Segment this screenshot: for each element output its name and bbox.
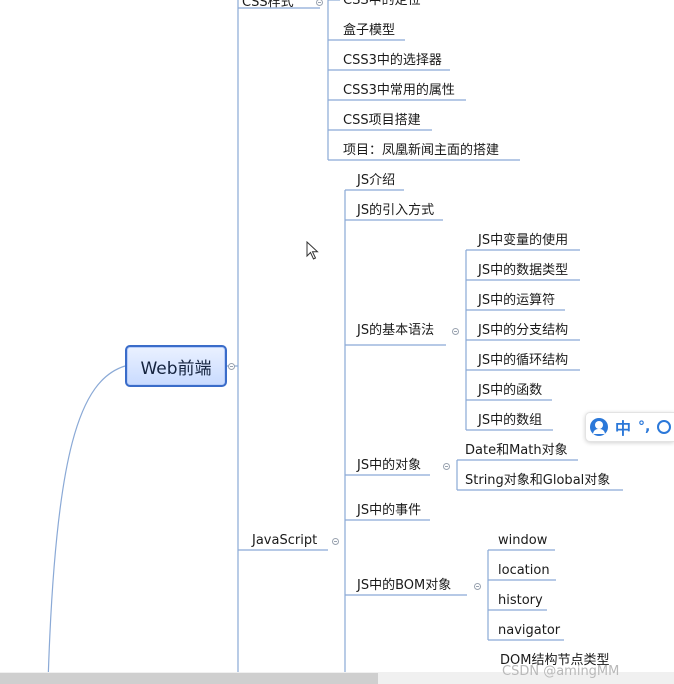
syntax-child-node[interactable]: JS中变量的使用 [478,233,569,248]
ime-toolbar[interactable]: 中 °, [585,412,674,442]
central-topic-node[interactable]: Web前端 [125,345,227,387]
central-topic-label: Web前端 [140,358,212,379]
js-child-node[interactable]: JS介绍 [357,173,396,188]
syntax-child-node[interactable]: JS中的数组 [478,413,543,428]
collapse-toggle-icon[interactable] [332,538,339,545]
js-child-node[interactable]: JS的引入方式 [357,203,435,218]
ime-punctuation-toggle[interactable]: °, [638,419,651,435]
collapse-toggle-icon[interactable] [443,463,450,470]
collapse-toggle-icon[interactable] [228,363,235,370]
syntax-child-node[interactable]: JS中的数据类型 [478,263,569,278]
syntax-child-node[interactable]: JS中的运算符 [478,293,556,308]
collapse-toggle-icon[interactable] [316,0,323,6]
dom-node-partial[interactable]: DOM结构节点类型 [500,653,610,668]
css-branch-node[interactable]: CSS样式 [242,0,294,10]
syntax-child-node[interactable]: JS中的函数 [478,383,543,398]
horizontal-scrollbar-thumb[interactable] [0,673,378,684]
mouse-cursor-icon [306,241,319,260]
objects-child-node[interactable]: String对象和Global对象 [465,473,611,488]
syntax-child-node[interactable]: JS中的循环结构 [478,353,569,368]
objects-child-node[interactable]: Date和Math对象 [465,443,568,458]
js-events-node[interactable]: JS中的事件 [357,503,422,518]
javascript-branch-node[interactable]: JavaScript [252,533,318,548]
collapse-toggle-icon[interactable] [452,328,459,335]
bom-child-node[interactable]: window [498,533,548,548]
css-child-node[interactable]: CSS3中常用的属性 [343,83,455,98]
css-child-node[interactable]: 盒子模型 [343,23,396,38]
css-child-node[interactable]: 项目：凤凰新闻主面的搭建 [343,143,500,158]
ime-emoji-icon[interactable] [657,420,672,434]
css-child-node[interactable]: CSS中的定位 [343,0,421,8]
js-objects-node[interactable]: JS中的对象 [357,458,422,473]
syntax-child-node[interactable]: JS中的分支结构 [478,323,569,338]
watermark-text: CSDN @amingMM [502,664,620,679]
css-child-node[interactable]: CSS项目搭建 [343,113,421,128]
bom-child-node[interactable]: location [498,563,550,578]
bom-child-node[interactable]: history [498,593,543,608]
js-syntax-node[interactable]: JS的基本语法 [357,323,435,338]
collapse-toggle-icon[interactable] [474,583,481,590]
css-child-node[interactable]: CSS3中的选择器 [343,53,442,68]
ime-language-toggle[interactable]: 中 [615,419,632,438]
js-bom-node[interactable]: JS中的BOM对象 [357,578,452,593]
bom-child-node[interactable]: navigator [498,623,561,638]
ime-logo-icon[interactable] [590,418,608,436]
